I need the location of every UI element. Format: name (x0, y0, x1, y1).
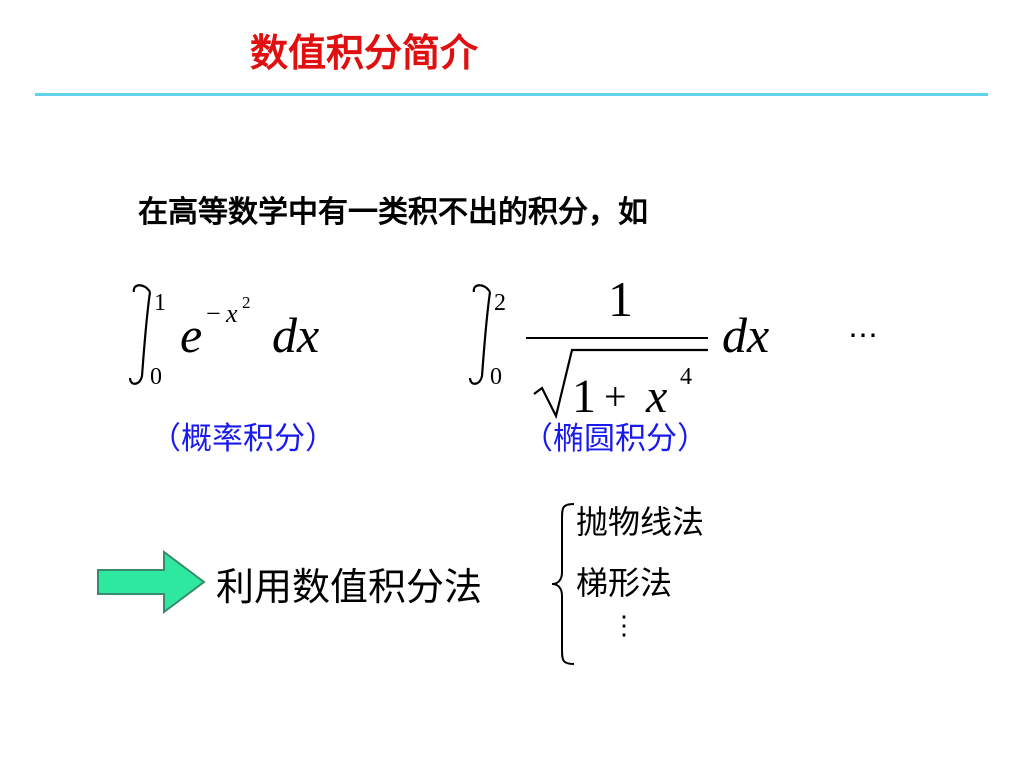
exp-power: 2 (242, 293, 251, 312)
exp-var: x (225, 299, 238, 328)
radicand-power: 4 (680, 364, 692, 390)
arrow-right-icon (96, 550, 208, 618)
integral-sign (468, 284, 492, 385)
exp-base: e (180, 307, 202, 363)
method-more-vdots: ⋮ (611, 611, 637, 641)
elliptic-integral-formula: 2 0 1 1 + x 4 dx (468, 270, 798, 424)
radicand-one: 1 (572, 370, 596, 420)
method-item-trapezoidal: 梯形法 (576, 564, 673, 602)
numerical-integration-method-label: 利用数值积分法 (216, 565, 483, 609)
intro-text: 在高等数学中有一类积不出的积分，如 (138, 195, 648, 230)
integral-upper-limit: 1 (154, 290, 166, 316)
title-divider (35, 93, 988, 96)
more-integrals-ellipsis: ⋯ (848, 318, 880, 353)
radicand-plus: + (604, 374, 627, 419)
differential: dx (272, 307, 319, 363)
elliptic-integral-label: （椭圆积分） (522, 421, 708, 457)
differential: dx (722, 307, 769, 363)
integral-sign (128, 284, 152, 385)
page-title: 数值积分简介 (250, 31, 479, 75)
integral-lower-limit: 0 (150, 364, 162, 390)
numerator: 1 (608, 271, 633, 327)
left-brace (548, 500, 578, 672)
probability-integral-label: （概率积分） (150, 421, 336, 457)
probability-integral-formula: 1 0 e − x 2 dx (128, 280, 358, 394)
radical-sign (533, 348, 708, 420)
radicand-var: x (645, 370, 667, 420)
exp-sign: − (206, 299, 221, 328)
method-item-parabolic: 抛物线法 (576, 503, 705, 541)
integral-lower-limit: 0 (490, 364, 502, 390)
integral-upper-limit: 2 (494, 290, 506, 316)
